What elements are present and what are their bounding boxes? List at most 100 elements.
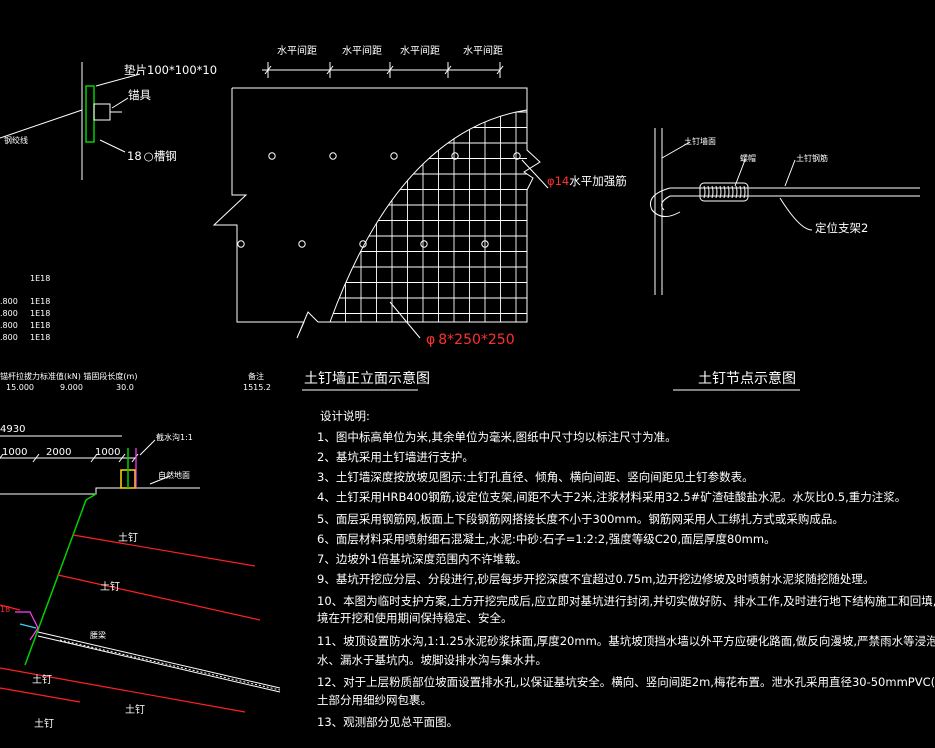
nut-thread [703, 185, 746, 199]
leader-anchor [111, 97, 129, 109]
slope-face [24, 493, 97, 666]
thread-turn [703, 185, 706, 199]
nail-hole [359, 240, 367, 248]
section-view: 4930 1000 2000 1000 截水沟1:1 自然地面 18 土钉 土钉… [0, 424, 281, 730]
table-value-label: 备注 [248, 371, 264, 381]
table-value-1: 9.000 [60, 383, 83, 392]
reinforce-prefix: φ [547, 174, 555, 188]
note-line: 3、土钉墙深度按放坡见图示:土钉孔直径、倾角、横向间距、竖向间距见土钉参数表。 [317, 470, 754, 484]
dim-3: 1000 [95, 447, 120, 458]
nail-label-5: 土钉 [125, 703, 145, 716]
note-line: 2、基坑采用土钉墙进行支护。 [317, 450, 474, 464]
node-title: 土钉节点示意图 [698, 370, 796, 387]
section-tick [90, 453, 98, 463]
leader-bracket [779, 197, 813, 231]
ground-note-leader [149, 475, 171, 485]
thread-turn [731, 185, 734, 199]
plate-label: 垫片100*100*10 [124, 63, 217, 77]
strand-label: 钢绞线 [4, 135, 28, 145]
table-row-4-a: .800 [0, 333, 18, 342]
wale-marker [19, 623, 37, 629]
nail-hole [237, 240, 245, 248]
table-value-0: 15.000 [6, 383, 34, 392]
thread-turn [727, 185, 730, 199]
table-value-3: 1515.2 [243, 383, 271, 392]
nail-5 [0, 604, 21, 611]
wall-outline [212, 87, 541, 339]
table-row-1-a: .800 [0, 297, 18, 306]
nail-label-2: 土钉 [100, 580, 120, 593]
plate [85, 85, 95, 143]
nail-2 [57, 574, 261, 621]
section-mark: 18 [0, 605, 10, 614]
nail-holes [237, 152, 521, 248]
steel-mesh [330, 110, 527, 322]
reinforce-label: φ14水平加强筋 [547, 174, 627, 188]
leader-plate [95, 73, 141, 87]
ground-note: 自然地面 [158, 470, 190, 480]
table-row-4-b: 1E18 [30, 333, 50, 342]
anchor-detail: 垫片100*100*10 锚具 钢绞线 18○槽钢 [0, 62, 217, 180]
nail-hole [329, 152, 337, 160]
leader-node-3 [784, 159, 796, 187]
table-row-1-b: 1E18 [30, 297, 50, 306]
table-row-2-b: 1E18 [30, 309, 50, 318]
leader-rebar [99, 139, 126, 153]
top-note: 截水沟1:1 [156, 432, 193, 442]
thread-turn [719, 185, 722, 199]
dim-total: 4930 [0, 424, 25, 435]
dim-label-4: 水平间距 [463, 44, 503, 57]
elevation-title: 土钉墙正立面示意图 [304, 370, 430, 387]
note-line: 境在开挖和使用期间保持稳定、安全。 [317, 611, 513, 625]
note-line: 6、面层材料采用喷射细石混凝土,水泥:中砂:石子=1:2:2,强度等级C20,面… [317, 532, 776, 546]
nail-hole [268, 152, 276, 160]
leader-reinforce [521, 159, 549, 189]
node-label-3: 土钉钢筋 [796, 153, 828, 163]
note-line: 9、基坑开挖应分层、分段进行,砂层每步开挖深度不宜超过0.75m,边开挖边修坡及… [317, 572, 874, 586]
table-row-2-a: .800 [0, 309, 18, 318]
node-detail: 土钉墙面 螺帽 土钉钢筋 定位支架2 土钉节点示意图 [650, 128, 920, 391]
rebar-suffix: 槽钢 [154, 149, 177, 163]
dim-label-1: 水平间距 [277, 44, 317, 57]
mesh-text: 8*250*250 [438, 332, 514, 348]
hook [650, 187, 681, 217]
note-line: 水、漏水于基坑内。坡脚设排水沟与集水井。 [317, 653, 547, 667]
nail-label-4: 土钉 [34, 717, 54, 730]
nail-hole [481, 240, 489, 248]
top-note-leader [139, 439, 156, 456]
table-row-0-b: 1E18 [30, 274, 50, 283]
nail-label-1: 土钉 [118, 531, 138, 544]
leader-mesh [389, 301, 421, 339]
nut [699, 182, 749, 202]
section-tick [0, 453, 4, 459]
thread-turn [735, 185, 738, 199]
node-label-2: 螺帽 [740, 153, 756, 163]
thread-turn [723, 185, 726, 199]
dim-2: 2000 [46, 447, 71, 458]
notes-heading: 设计说明: [320, 409, 370, 423]
dim-ticks [264, 62, 504, 78]
note-line: 13、观测部分见总平面图。 [317, 715, 458, 729]
nail-3 [0, 667, 246, 713]
reinforce-num: 14 [555, 174, 570, 188]
nail-1 [72, 534, 256, 567]
rebar-label: 18○槽钢 [127, 149, 177, 163]
note-line: 11、坡顶设置防水沟,1:1.25水泥砂浆抹面,厚度20mm。基坑坡顶挡水墙以外… [317, 634, 935, 648]
section-tick [32, 453, 40, 463]
note-line: 10、本图为临时支护方案,土方开挖完成后,应立即对基坑进行封闭,并切实做好防、排… [317, 594, 935, 608]
bracket-label: 定位支架2 [815, 221, 868, 235]
nail-hole [513, 152, 521, 160]
section-dim-ticks [0, 453, 139, 463]
nail-hole [390, 152, 398, 160]
section-tick [131, 453, 139, 463]
nail-hole [298, 240, 306, 248]
leader-node-2 [734, 159, 746, 187]
rebar-num: 18 [127, 149, 142, 163]
table-row-3-a: .800 [0, 321, 18, 330]
mesh-boundary [329, 109, 528, 323]
node-label-1: 土钉墙面 [684, 136, 716, 146]
dim-label-3: 水平间距 [400, 44, 440, 57]
wale-bracket [15, 611, 39, 641]
